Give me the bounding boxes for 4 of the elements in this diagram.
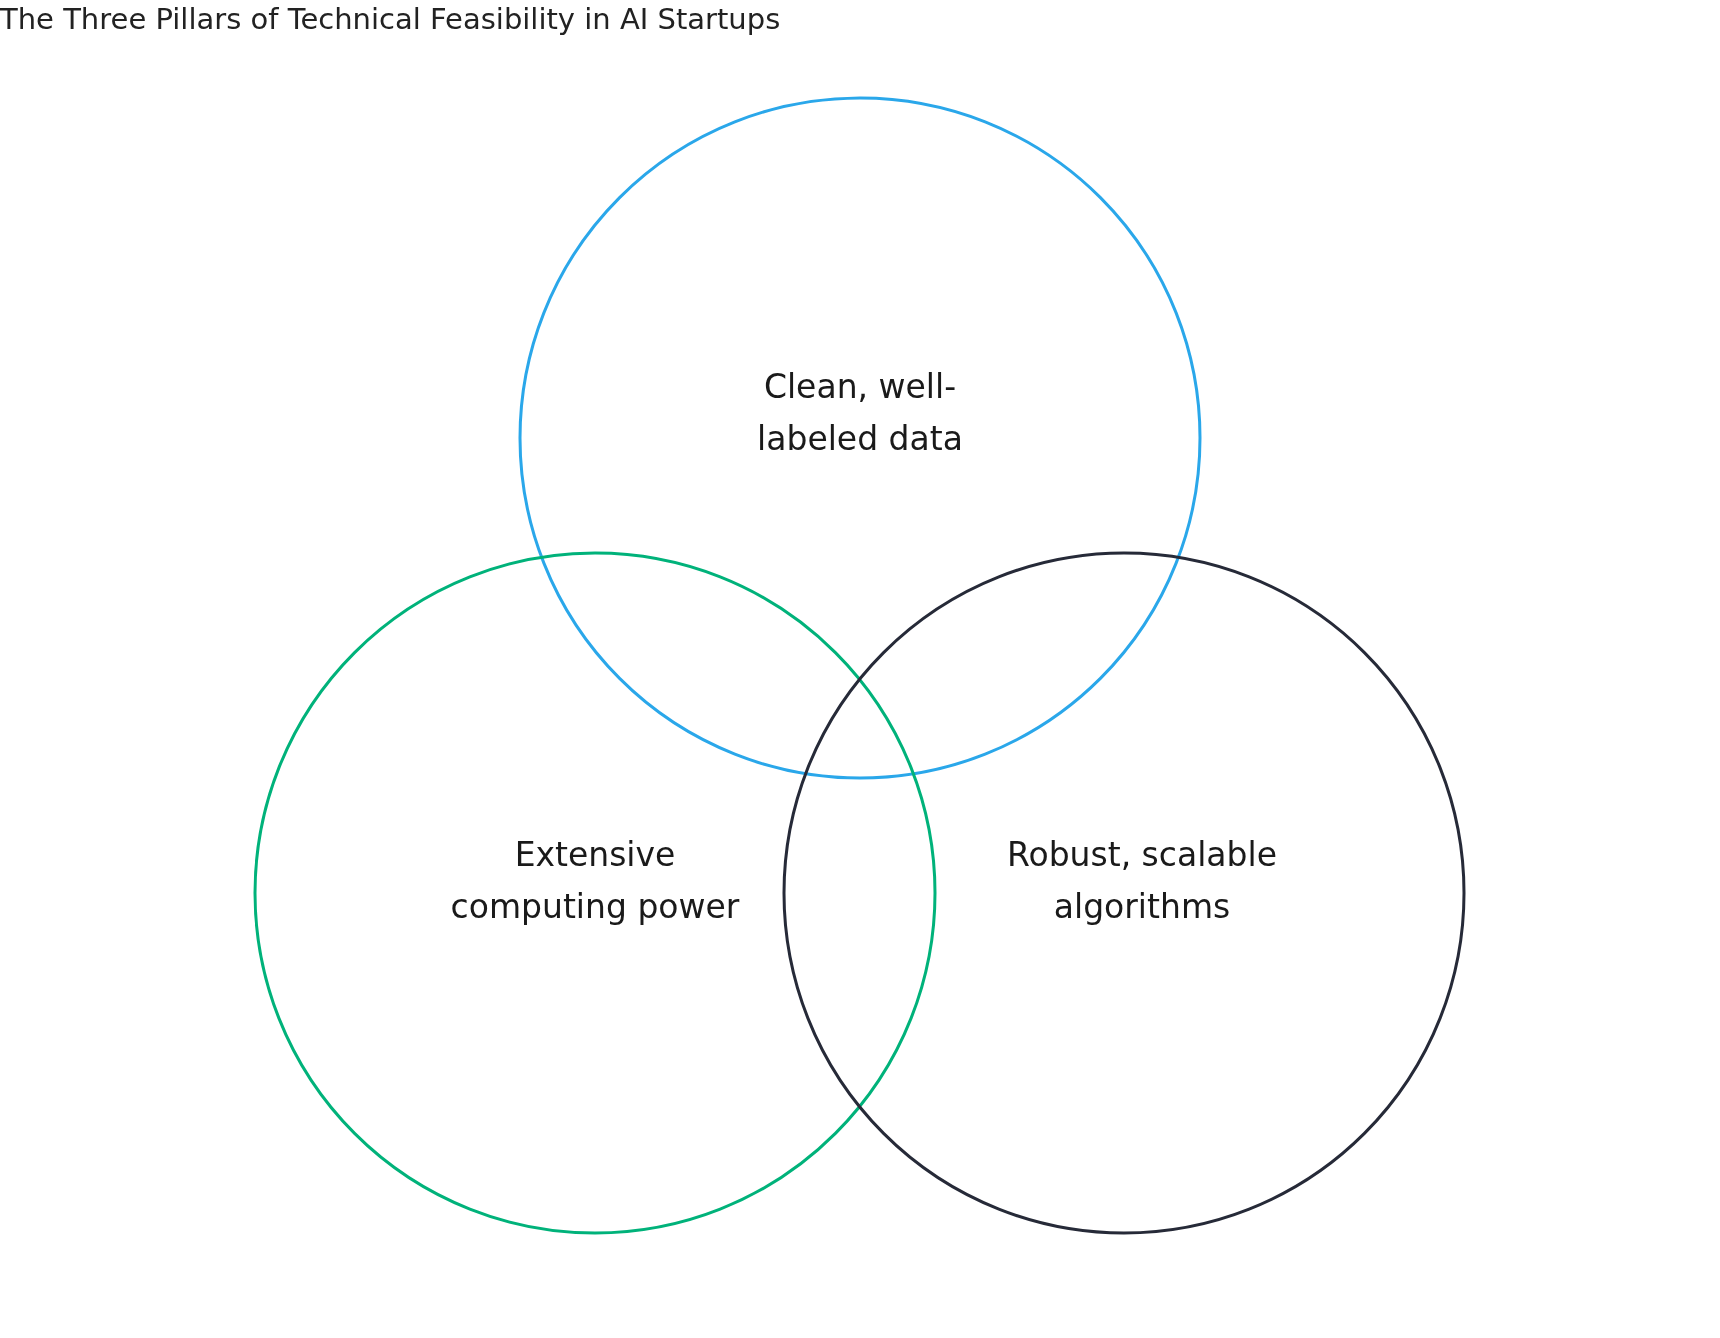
diagram-title: The Three Pillars of Technical Feasibility in AI Startups [0, 2, 781, 36]
circle-label: Clean, well-labeled data [756, 366, 964, 460]
circle-label: Extensive computing power [449, 834, 741, 928]
circle-label: Robust, scalable algorithms [1006, 834, 1278, 928]
